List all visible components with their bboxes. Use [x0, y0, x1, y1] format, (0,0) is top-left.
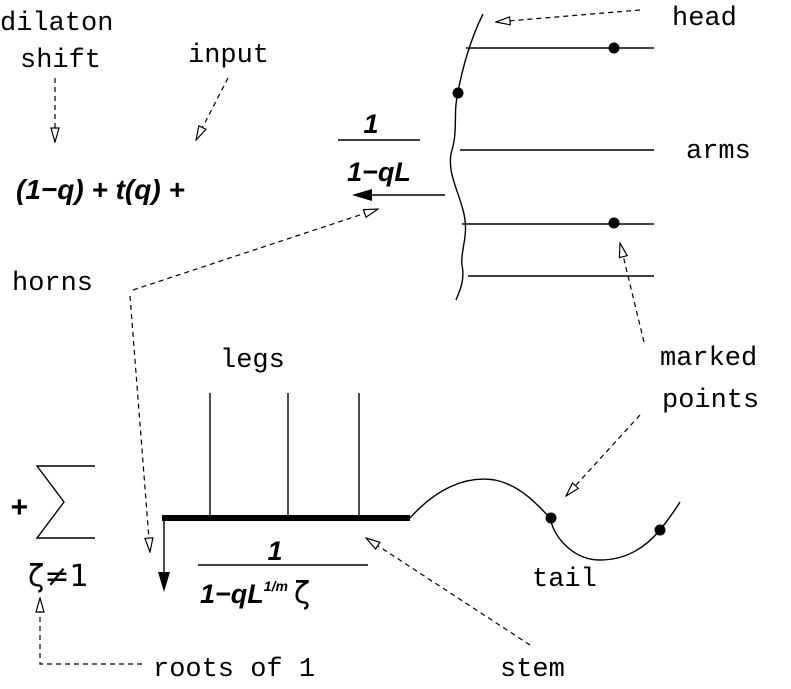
horns-label: horns	[12, 269, 93, 299]
series-formula: (1−q) + t(q) +	[16, 174, 185, 205]
sum-index: ζ≠1	[28, 559, 89, 594]
tail-label: tail	[532, 565, 597, 595]
shift-label: shift	[20, 46, 101, 76]
marked-pointer-arrow-top	[620, 243, 645, 343]
stem-numerator: 1	[267, 536, 282, 566]
roots-pointer-arrow	[40, 598, 142, 665]
stem-denominator-zeta: ζ	[294, 576, 310, 611]
input-label: input	[188, 41, 269, 71]
stem-denominator: 1−qL1/m ζ	[200, 576, 310, 611]
marked-point-head	[452, 87, 464, 99]
horns-pointer-arrow-bottom	[129, 295, 150, 552]
stem-label: stem	[500, 655, 565, 685]
marked-label: marked	[660, 344, 757, 374]
head-curve	[449, 13, 484, 301]
plus-sign: +	[10, 491, 28, 524]
marked-pointer-arrow-bottom	[566, 414, 641, 496]
marked-point-tail-2	[654, 524, 666, 536]
marked-point-tail-1	[545, 512, 557, 524]
tail-curve	[409, 478, 681, 561]
horn-arrow-head	[352, 189, 372, 201]
legs-label: legs	[220, 346, 285, 376]
head-pointer-arrow	[496, 9, 641, 22]
stem-down-arrow-head	[158, 572, 170, 592]
points-label: points	[662, 386, 759, 416]
horns-pointer-arrow-top	[132, 209, 378, 291]
dilaton-label: dilaton	[0, 9, 113, 39]
head-label: head	[672, 4, 737, 34]
marked-point-arm-1	[608, 42, 620, 54]
summation-sign	[35, 465, 95, 539]
arm-numerator: 1	[363, 109, 378, 139]
stem-pointer-arrow	[366, 538, 531, 646]
stem-denominator-exponent: 1/m	[264, 578, 288, 594]
arm-denominator: 1−qL	[347, 157, 411, 187]
stem-denominator-base: 1−qL	[200, 579, 264, 609]
marked-point-arm-3	[608, 217, 620, 229]
input-pointer-arrow	[196, 77, 229, 140]
arms-label: arms	[686, 137, 751, 167]
roots-label: roots of 1	[153, 655, 315, 685]
